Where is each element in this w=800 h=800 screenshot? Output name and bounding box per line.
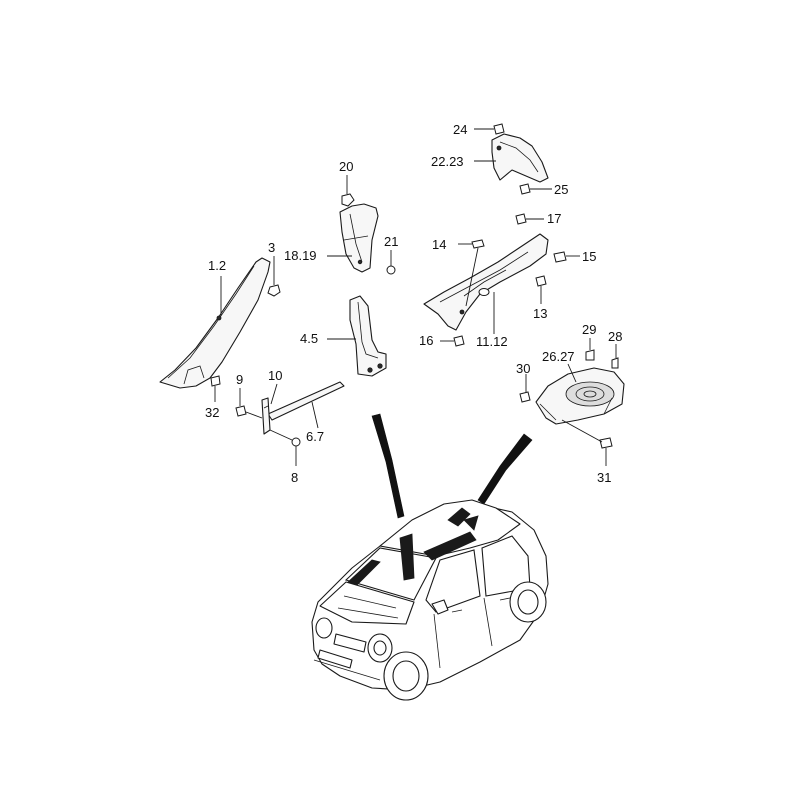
label-14: 14 <box>432 237 446 252</box>
label-16: 16 <box>419 333 433 348</box>
label-11-12: 11.12 <box>476 334 508 349</box>
a-pillar-trim <box>159 257 271 389</box>
upper-b-pillar-trim <box>339 203 379 273</box>
label-3: 3 <box>268 240 275 255</box>
label-31: 31 <box>597 470 611 485</box>
label-4-5: 4.5 <box>300 331 318 346</box>
label-26-27: 26.27 <box>542 349 575 364</box>
speaker-box <box>535 367 625 425</box>
clip-15: 15 <box>553 249 596 264</box>
clip-16: 16 <box>419 333 465 348</box>
clip-9: 9 <box>235 372 263 419</box>
label-25: 25 <box>554 182 568 197</box>
label-29: 29 <box>582 322 596 337</box>
clip-21: 21 <box>384 234 398 275</box>
label-21: 21 <box>384 234 398 249</box>
label-9: 9 <box>236 372 243 387</box>
callout-6-7: 6.7 <box>306 401 324 444</box>
clip-25: 25 <box>519 182 568 197</box>
label-20: 20 <box>339 159 353 174</box>
callout-11-12: 11.12 <box>476 292 508 349</box>
sill-strip <box>261 381 345 435</box>
quarter-trim <box>423 233 549 331</box>
clip-17: 17 <box>515 211 561 226</box>
callout-4-5: 4.5 <box>300 331 356 346</box>
clip-14: 14 <box>432 237 485 307</box>
label-17: 17 <box>547 211 561 226</box>
callout-18-19: 18.19 <box>284 248 352 263</box>
clip-30: 30 <box>516 361 531 403</box>
label-28: 28 <box>608 329 622 344</box>
label-10: 10 <box>268 368 282 383</box>
callout-22-23: 22.23 <box>431 154 496 169</box>
clip-8: 8 <box>269 429 301 485</box>
rear-upper-trim <box>491 133 549 183</box>
label-30: 30 <box>516 361 530 376</box>
clip-29: 29 <box>582 322 596 361</box>
label-24: 24 <box>453 122 467 137</box>
clip-13: 13 <box>533 275 547 321</box>
label-13: 13 <box>533 306 547 321</box>
pointer-arrows <box>371 413 533 519</box>
lower-b-pillar-trim <box>349 295 387 377</box>
clip-32: 32 <box>205 375 221 420</box>
label-15: 15 <box>582 249 596 264</box>
clip-24: 24 <box>453 122 505 137</box>
label-6-7: 6.7 <box>306 429 324 444</box>
label-32: 32 <box>205 405 219 420</box>
callout-26-27: 26.27 <box>542 349 577 383</box>
label-8: 8 <box>291 470 298 485</box>
callout-1-2: 1.2 <box>208 258 226 316</box>
car-illustration <box>311 499 549 701</box>
callout-10: 10 <box>268 368 282 405</box>
label-1-2: 1.2 <box>208 258 226 273</box>
clip-20: 20 <box>339 159 355 207</box>
clip-28: 28 <box>608 329 622 369</box>
label-18-19: 18.19 <box>284 248 317 263</box>
clip-3: 3 <box>267 240 281 297</box>
clip-31: 31 <box>561 419 613 485</box>
label-22-23: 22.23 <box>431 154 464 169</box>
